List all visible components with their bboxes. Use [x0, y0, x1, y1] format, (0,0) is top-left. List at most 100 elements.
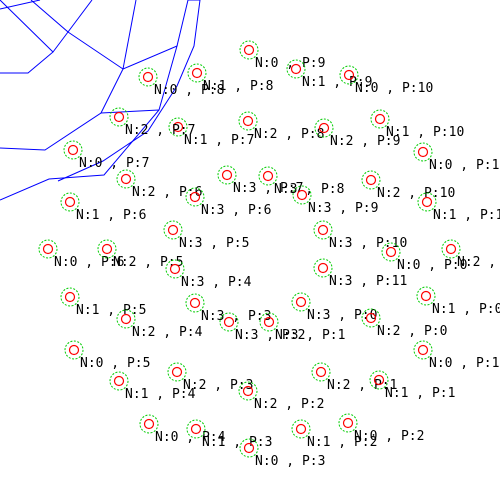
node: N:0 , P:3	[239, 438, 325, 469]
node-inner-ring	[64, 196, 76, 208]
node-inner-ring	[417, 344, 429, 356]
blue-line	[67, 0, 93, 33]
node-label: N:1 , P:10	[386, 125, 464, 140]
node-label: N:1 , P:2	[307, 435, 377, 450]
node-outer-ring	[187, 63, 207, 83]
node-label: N:2 , P:0	[377, 324, 447, 339]
node: N:3 , P:11	[313, 258, 407, 289]
node-inner-ring	[290, 63, 302, 75]
node-inner-ring	[373, 374, 385, 386]
node-inner-ring	[421, 196, 433, 208]
node: N:0 , P:0	[381, 242, 467, 273]
node-inner-ring	[445, 243, 457, 255]
node-label: N:0 , P:11	[429, 158, 500, 173]
node: N:3 , P:4	[165, 259, 252, 290]
node-label: N:3 , P:1	[275, 328, 345, 343]
node-outer-ring	[417, 192, 437, 212]
node: N:2 , P:1	[311, 362, 397, 393]
node-label: N:0 , P:0	[397, 258, 467, 273]
node-label: N:2 , P:11	[457, 255, 500, 270]
node-inner-ring	[189, 191, 201, 203]
node-outer-ring	[163, 220, 183, 240]
node-label: N:1 , P:1	[385, 386, 455, 401]
node-inner-ring	[343, 69, 355, 81]
node-label: N:0 , P:6	[54, 255, 124, 270]
node: N:2 , P:11	[441, 239, 500, 270]
node: N:2 , P:10	[361, 170, 455, 201]
node: N:3 , P:9	[292, 185, 378, 216]
node: N:1 , P:6	[60, 192, 146, 223]
node-inner-ring	[342, 417, 354, 429]
node-outer-ring	[60, 192, 80, 212]
node-outer-ring	[109, 371, 129, 391]
node-inner-ring	[295, 296, 307, 308]
node-label: N:2 , P:2	[254, 397, 324, 412]
node-outer-ring	[313, 220, 333, 240]
node-label: N:3 , P:5	[179, 236, 249, 251]
node-outer-ring	[416, 286, 436, 306]
node-outer-ring	[139, 414, 159, 434]
node-inner-ring	[242, 385, 254, 397]
node-inner-ring	[171, 366, 183, 378]
node-inner-ring	[263, 316, 275, 328]
node-outer-ring	[369, 370, 389, 390]
node-inner-ring	[223, 316, 235, 328]
node-label: N:1 , P:0	[432, 302, 500, 317]
node-label: N:1 , P:11	[433, 208, 500, 223]
node-label: N:2 , P:6	[132, 185, 202, 200]
node-outer-ring	[97, 239, 117, 259]
node: N:3 , P:2	[219, 312, 305, 343]
node-label: N:2 , P:4	[132, 325, 203, 340]
node-label: N:1 , P:6	[76, 208, 146, 223]
node-inner-ring	[385, 246, 397, 258]
node-label: N:0 , P:3	[255, 454, 325, 469]
node-outer-ring	[167, 362, 187, 382]
node: N:0 , P:5	[64, 340, 150, 371]
blue-line-mesh	[0, 0, 201, 201]
node-label: N:1 , P:3	[202, 435, 272, 450]
node-label: N:0 , P:4	[155, 430, 226, 445]
node-outer-ring	[138, 67, 158, 87]
node-inner-ring	[172, 121, 184, 133]
node-label: N:2 , P:3	[183, 378, 253, 393]
node-inner-ring	[167, 224, 179, 236]
node: N:3 , P:6	[185, 187, 271, 218]
node-inner-ring	[243, 44, 255, 56]
node-label: N:3 , P:0	[307, 308, 377, 323]
node: N:0 , P:8	[138, 67, 224, 98]
node-outer-ring	[168, 117, 188, 137]
node: N:2 , P:5	[97, 239, 183, 270]
node: N:1 , P:11	[417, 192, 500, 223]
node: N:1 , P:2	[291, 419, 377, 450]
node-outer-ring	[217, 165, 237, 185]
node: N:2 , P:8	[238, 111, 324, 142]
node-outer-ring	[165, 259, 185, 279]
node-label: N:3 , P:6	[201, 203, 271, 218]
node: N:3 , P:5	[163, 220, 249, 251]
node-inner-ring	[64, 291, 76, 303]
node-label: N:1 , P:7	[184, 133, 254, 148]
node-outer-ring	[185, 187, 205, 207]
blue-line	[0, 31, 124, 151]
blue-line	[100, 109, 160, 114]
node: N:0 , P:9	[239, 40, 325, 71]
node-label: N:2 , P:5	[113, 255, 183, 270]
node: N:2 , P:7	[109, 107, 195, 138]
node-inner-ring	[420, 290, 432, 302]
node-outer-ring	[370, 109, 390, 129]
node-inner-ring	[120, 173, 132, 185]
node-outer-ring	[381, 242, 401, 262]
node-outer-ring	[413, 340, 433, 360]
node-label: N:1 , P:9	[302, 75, 372, 90]
node: N:0 , P:4	[139, 414, 226, 445]
node-outer-ring	[313, 258, 333, 278]
node-outer-ring	[314, 118, 334, 138]
node-label: N:2 , P:9	[330, 134, 400, 149]
node-outer-ring	[185, 293, 205, 313]
node-outer-ring	[239, 40, 259, 60]
node: N:0 , P:2	[338, 413, 424, 444]
node-label: N:3 , P:4	[181, 275, 252, 290]
node-outer-ring	[64, 340, 84, 360]
node-inner-ring	[42, 243, 54, 255]
